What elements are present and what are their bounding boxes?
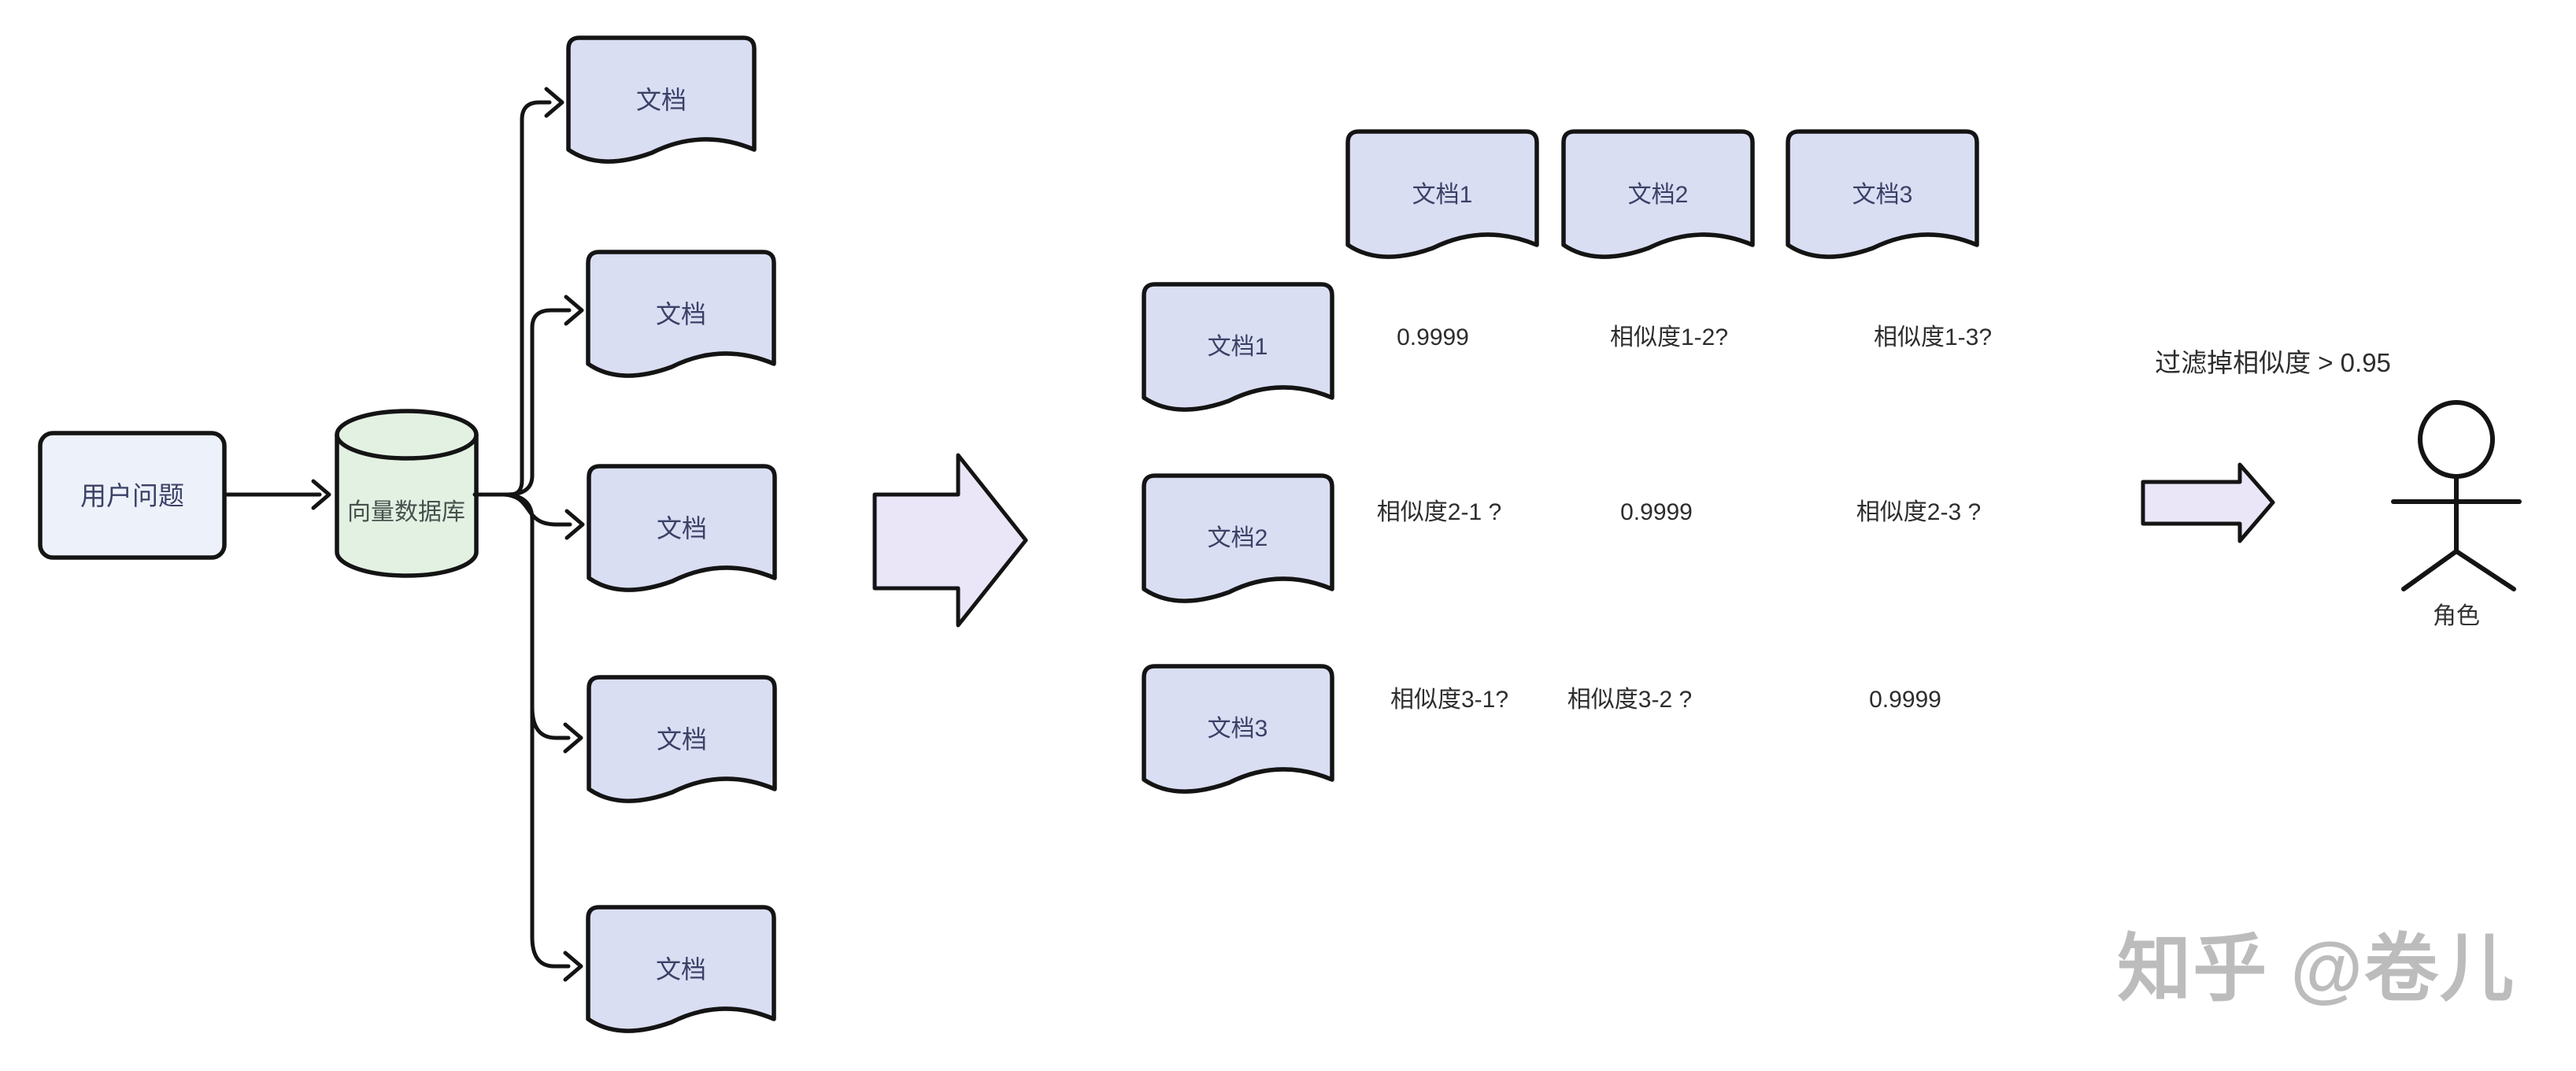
matrix-cells: 0.9999 相似度1-2? 相似度1-3? 相似度2-1 ? 0.9999 相… [1377,324,1992,713]
doc-shape [1142,664,1334,794]
retrieved-doc-5: 文档 [586,905,776,1033]
doc-shape [1561,129,1755,259]
matrix-col-header-1: 文档1 [1345,129,1539,259]
doc-label: 文档 [656,955,706,984]
doc-shape [566,35,757,164]
matrix-col-header-3: 文档3 [1786,129,1979,259]
connector-to-doc-4 [530,705,571,740]
matrix-row-header-label: 文档2 [1208,525,1268,551]
matrix-cell-1-3: 相似度1-3? [1874,324,1992,350]
actor-node: 角色 [2391,400,2522,629]
actor-head-icon [2418,400,2495,479]
doc-shape [1142,473,1334,603]
retrieved-doc-1: 文档 [566,35,757,164]
matrix-cell-3-2: 相似度3-2 ? [1567,687,1692,713]
doc-shape [1142,282,1334,412]
matrix-row-header-1: 文档1 [1142,282,1334,412]
small-right-arrow-icon [2141,462,2275,543]
matrix-cell-2-3: 相似度2-3 ? [1856,499,1981,525]
matrix-col-header-2: 文档2 [1561,129,1755,259]
actor-label: 角色 [2433,603,2480,629]
matrix-row-header-3: 文档3 [1142,664,1334,794]
doc-label: 文档 [657,514,707,543]
vector-db-node: 向量数据库 [335,409,479,578]
arrowhead-doc-5-icon [563,951,583,982]
retrieved-doc-4: 文档 [587,675,777,803]
arrowhead-doc-3-icon [564,509,585,540]
vector-db-cylinder-rim [335,434,479,461]
vector-db-cylinder-shape [335,409,479,578]
connector-to-doc-2 [505,308,572,497]
matrix-cell-3-3: 0.9999 [1869,687,1941,713]
doc-label: 文档 [636,86,687,114]
connector-to-doc-1 [508,100,552,497]
doc-shape [586,250,776,378]
matrix-col-header-label: 文档2 [1628,182,1689,208]
matrix-col-header-label: 文档1 [1412,182,1473,208]
matrix-row-header-label: 文档1 [1208,334,1268,360]
vector-db-label: 向量数据库 [347,499,465,525]
doc-shape [1786,129,1979,259]
watermark-text: 知乎 @卷儿 [2117,927,2515,1010]
user-question-label: 用户问题 [80,481,184,510]
actor-right-leg-icon [2454,549,2516,591]
doc-shape [587,675,777,803]
doc-shape [1345,129,1539,259]
matrix-cell-3-1: 相似度3-1? [1390,687,1508,713]
arrowhead-question-to-db-icon [311,479,331,510]
matrix-col-header-label: 文档3 [1852,182,1913,208]
matrix-row-header-2: 文档2 [1142,473,1334,603]
filter-note-label: 过滤掉相似度 > 0.95 [2155,348,2391,377]
matrix-cell-2-1: 相似度2-1 ? [1377,499,1501,525]
matrix-cell-2-2: 0.9999 [1620,499,1693,525]
arrowhead-doc-1-icon [544,87,564,118]
actor-left-leg-icon [2401,549,2459,591]
retrieved-doc-3: 文档 [587,464,777,592]
retrieved-doc-2: 文档 [586,250,776,378]
doc-shape [587,464,777,592]
connector-to-doc-3 [502,492,572,527]
user-question-node: 用户问题 [38,431,227,560]
matrix-cell-1-1: 0.9999 [1397,324,1469,350]
arrowhead-doc-4-icon [563,722,583,754]
arrowhead-doc-2-icon [564,295,584,326]
doc-label: 文档 [656,300,706,328]
connector-to-doc-5 [505,492,571,969]
matrix-row-header-label: 文档3 [1208,716,1268,742]
matrix-cell-1-2: 相似度1-2? [1610,324,1728,350]
doc-label: 文档 [657,725,707,754]
doc-shape [586,905,776,1033]
big-right-arrow-icon [872,453,1028,628]
